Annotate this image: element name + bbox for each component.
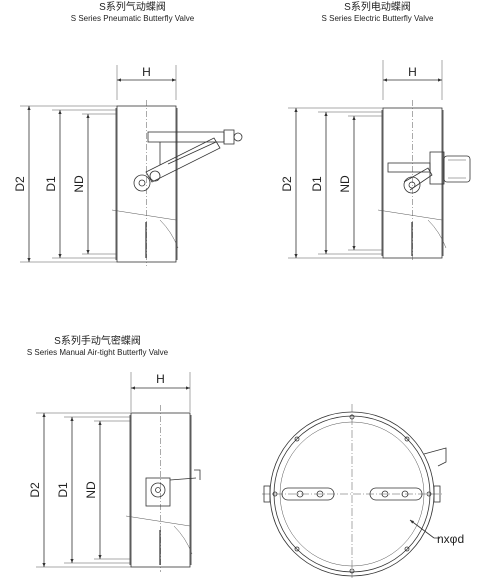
electric-dim-nd: ND bbox=[338, 175, 352, 193]
front-view-drawing: nxφd bbox=[262, 404, 464, 578]
electric-dim-h: H bbox=[408, 65, 417, 79]
pneumatic-drawing: H D2 D1 ND bbox=[13, 65, 243, 266]
pneumatic-dim-nd: ND bbox=[72, 175, 86, 193]
electric-title-cn: S系列电动蝶阀 bbox=[344, 2, 411, 13]
bolt-hole-label: nxφd bbox=[437, 532, 464, 546]
electric-dim-d2: D2 bbox=[280, 176, 294, 192]
pneumatic-title-cn: S系列气动蝶阀 bbox=[99, 2, 166, 13]
manual-dim-h: H bbox=[156, 372, 165, 386]
manual-title-cn: S系列手动气密蝶阀 bbox=[54, 336, 141, 347]
manual-dim-d2: D2 bbox=[28, 482, 42, 498]
pneumatic-dim-h: H bbox=[142, 65, 151, 79]
electric-title: S系列电动蝶阀 S Series Electric Butterfly Valv… bbox=[285, 2, 470, 24]
manual-dim-d1: D1 bbox=[56, 482, 70, 498]
manual-title-en: S Series Manual Air-tight Butterfly Valv… bbox=[26, 348, 169, 357]
pneumatic-title: S系列气动蝶阀 S Series Pneumatic Butterfly Val… bbox=[40, 2, 225, 24]
manual-title: S系列手动气密蝶阀 S Series Manual Air-tight Butt… bbox=[0, 336, 195, 358]
manual-dim-nd: ND bbox=[84, 481, 98, 499]
electric-title-en: S Series Electric Butterfly Valve bbox=[321, 14, 434, 23]
electric-drawing: H D2 D1 ND bbox=[280, 60, 471, 262]
manual-drawing: H D2 D1 ND bbox=[28, 372, 201, 572]
pneumatic-title-en: S Series Pneumatic Butterfly Valve bbox=[70, 14, 195, 23]
pneumatic-dim-d2: D2 bbox=[13, 176, 27, 192]
pneumatic-dim-d1: D1 bbox=[44, 176, 58, 192]
electric-dim-d1: D1 bbox=[310, 176, 324, 192]
